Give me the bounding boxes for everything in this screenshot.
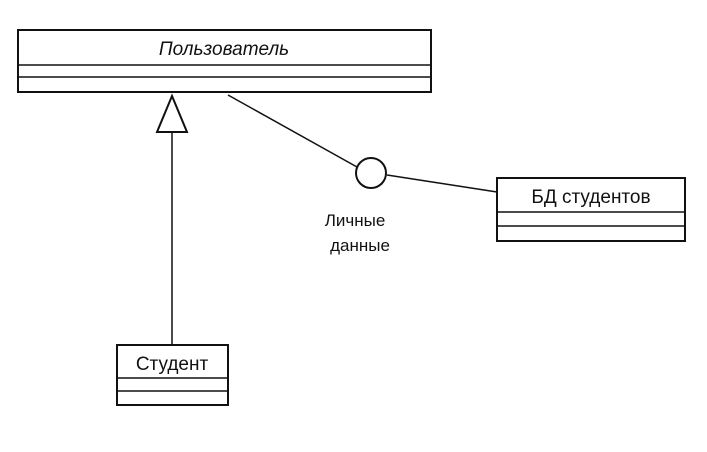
class-user[interactable]: Пользователь (17, 29, 432, 93)
interface-lollipop-icon (355, 157, 387, 189)
class-user-name: Пользователь (159, 39, 289, 60)
class-student-db[interactable]: БД студентов (496, 177, 686, 242)
class-student[interactable]: Студент (116, 344, 229, 406)
class-user-box (17, 29, 432, 93)
interface-dependency-line (227, 94, 358, 168)
interface-label-line1: Личные (325, 211, 386, 230)
generalization-arrowhead (155, 93, 189, 133)
class-student-db-box (496, 177, 686, 242)
interface-realization-line (386, 174, 498, 193)
class-student-box (116, 344, 229, 406)
interface-label-line2: данные (330, 236, 390, 255)
class-student-name: Студент (136, 354, 209, 375)
class-student-db-name: БД студентов (531, 187, 650, 208)
